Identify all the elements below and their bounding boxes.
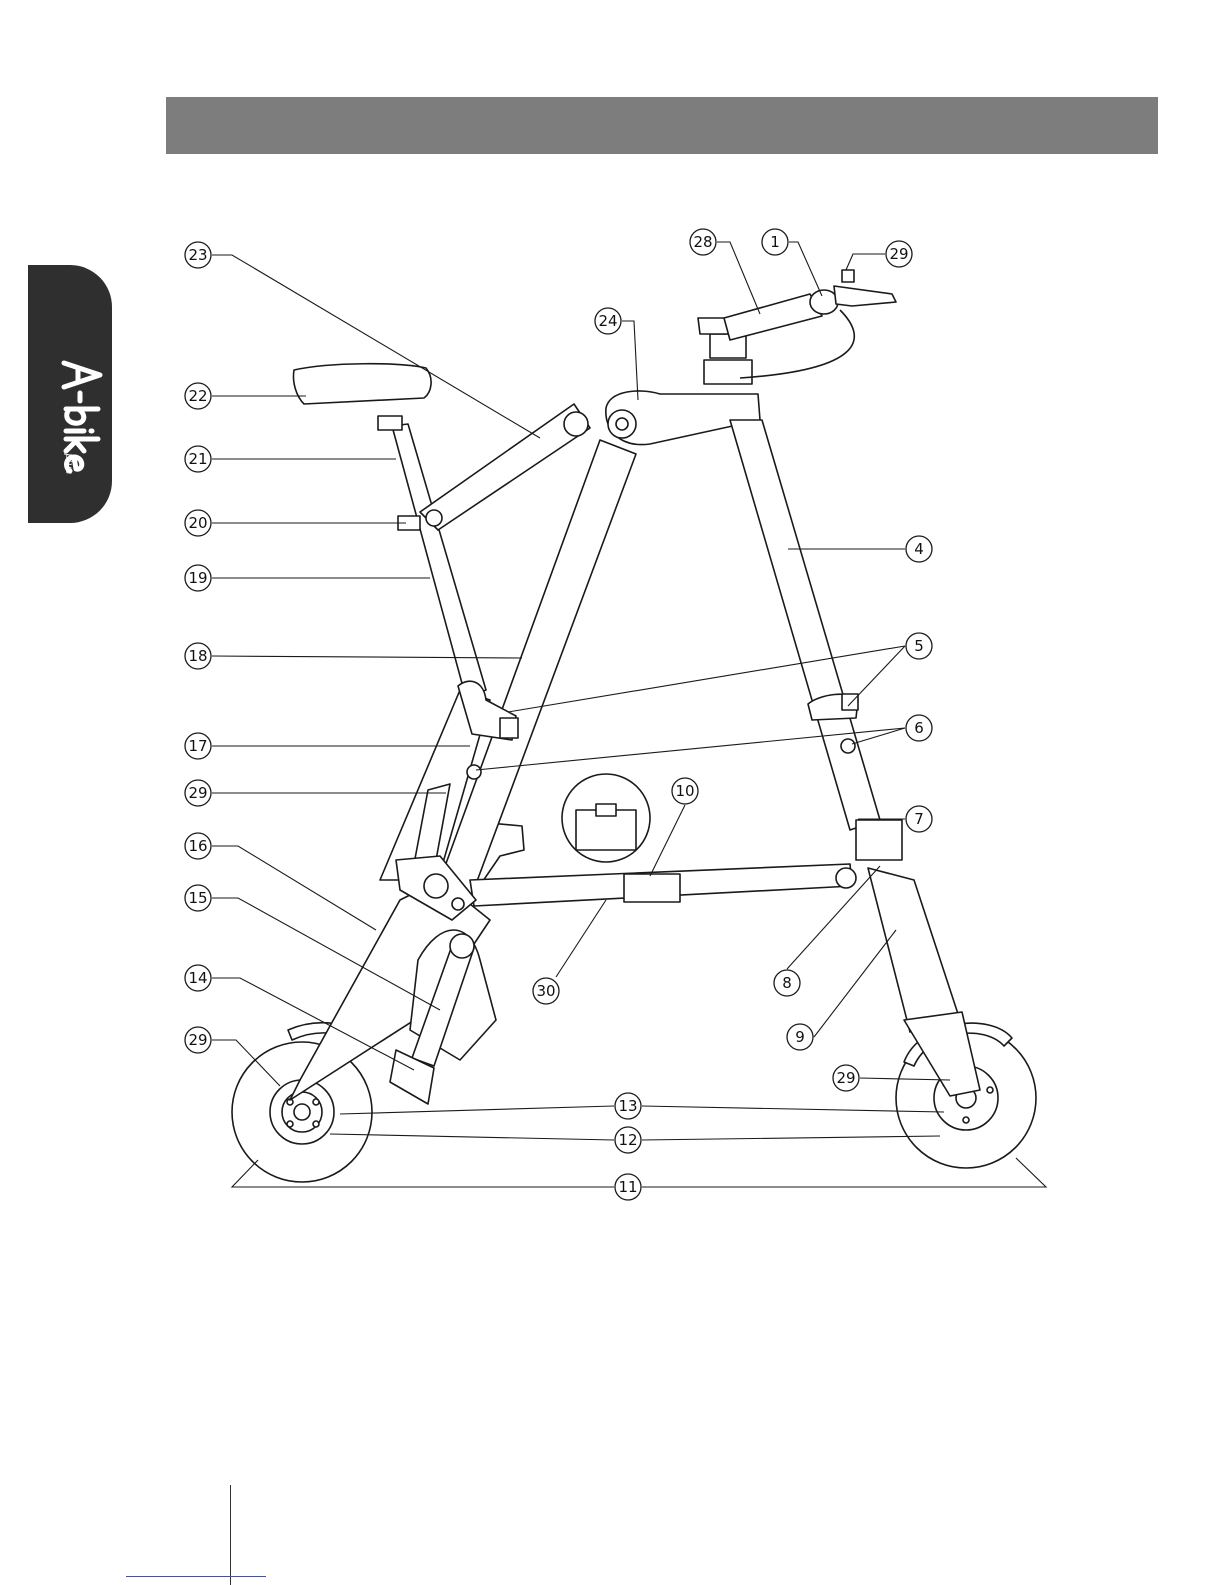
leader-line-16	[212, 846, 376, 930]
leader-line-24	[622, 321, 638, 400]
front-tube	[730, 420, 880, 830]
callout-1: 1	[762, 229, 788, 255]
leader-line-28	[717, 242, 760, 314]
callout-label: 11	[618, 1178, 637, 1196]
front-pin	[841, 739, 855, 753]
callout-9: 9	[787, 1024, 813, 1050]
callout-label: 7	[914, 810, 924, 828]
leader-line-1	[789, 242, 822, 296]
callout-label: 5	[914, 637, 924, 655]
bell	[842, 270, 854, 282]
callout-label: 10	[675, 782, 694, 800]
seat-clamp-top	[378, 416, 402, 430]
callout-5: 5	[906, 633, 932, 659]
callout-12: 12	[615, 1127, 641, 1153]
footer-underline	[126, 1576, 266, 1577]
callout-label: 29	[188, 784, 207, 802]
callout-label: 17	[188, 737, 207, 755]
callout-label: 6	[914, 719, 924, 737]
callout-label: 19	[188, 569, 207, 587]
front-lower-clamp	[856, 820, 902, 860]
callout-24: 24	[595, 308, 621, 334]
callout-10: 10	[672, 778, 698, 804]
callout-20: 20	[185, 510, 211, 536]
leader-line-23	[212, 255, 540, 438]
callout-label: 9	[795, 1028, 805, 1046]
leader-line-12	[330, 1134, 614, 1140]
footer-rule	[230, 1485, 231, 1585]
leader-line-9	[814, 930, 896, 1037]
leader-line-13	[340, 1106, 614, 1114]
callout-label: 8	[782, 974, 792, 992]
brake-lever	[834, 286, 896, 306]
callout-label: 20	[188, 514, 207, 532]
callout-label: 30	[536, 982, 555, 1000]
callout-8: 8	[774, 970, 800, 996]
callout-label: 16	[188, 837, 207, 855]
front-fork	[868, 868, 960, 1032]
callout-label: 23	[188, 246, 207, 264]
callout-29: 29	[185, 1027, 211, 1053]
callout-label: 1	[770, 233, 780, 251]
grip	[810, 290, 838, 314]
callout-30: 30	[533, 978, 559, 1004]
callout-label: 29	[188, 1031, 207, 1049]
leader-line-c12b	[642, 1136, 940, 1140]
callout-21: 21	[185, 446, 211, 472]
rear-pin	[467, 765, 481, 779]
callout-label: 29	[836, 1069, 855, 1087]
callout-11: 11	[615, 1174, 641, 1200]
callout-label: 29	[889, 245, 908, 263]
callout-29: 29	[833, 1065, 859, 1091]
callout-label: 13	[618, 1097, 637, 1115]
callout-13: 13	[615, 1093, 641, 1119]
lower-lock	[624, 874, 680, 902]
leader-line-29	[846, 254, 885, 270]
callout-19: 19	[185, 565, 211, 591]
callout-label: 4	[914, 540, 924, 558]
callout-4: 4	[906, 536, 932, 562]
callout-label: 15	[188, 889, 207, 907]
callout-17: 17	[185, 733, 211, 759]
callout-label: 14	[188, 969, 207, 987]
leader-line-10	[650, 805, 685, 876]
callout-15: 15	[185, 885, 211, 911]
callout-label: 12	[618, 1131, 637, 1149]
callout-22: 22	[185, 383, 211, 409]
stem-clamp	[704, 360, 752, 384]
seat	[293, 364, 431, 404]
callout-14: 14	[185, 965, 211, 991]
handlebar	[724, 294, 822, 340]
callout-16: 16	[185, 833, 211, 859]
callout-label: 24	[598, 312, 617, 330]
callout-29: 29	[185, 780, 211, 806]
callout-6: 6	[906, 715, 932, 741]
callout-7: 7	[906, 806, 932, 832]
callout-29: 29	[886, 241, 912, 267]
leader-line-30	[556, 900, 606, 977]
callout-23: 23	[185, 242, 211, 268]
callout-label: 18	[188, 647, 207, 665]
leader-line-c5b	[848, 646, 905, 706]
callout-28: 28	[690, 229, 716, 255]
callout-label: 22	[188, 387, 207, 405]
callout-18: 18	[185, 643, 211, 669]
callout-label: 28	[693, 233, 712, 251]
rear-wheel	[232, 1042, 372, 1182]
callout-label: 21	[188, 450, 207, 468]
